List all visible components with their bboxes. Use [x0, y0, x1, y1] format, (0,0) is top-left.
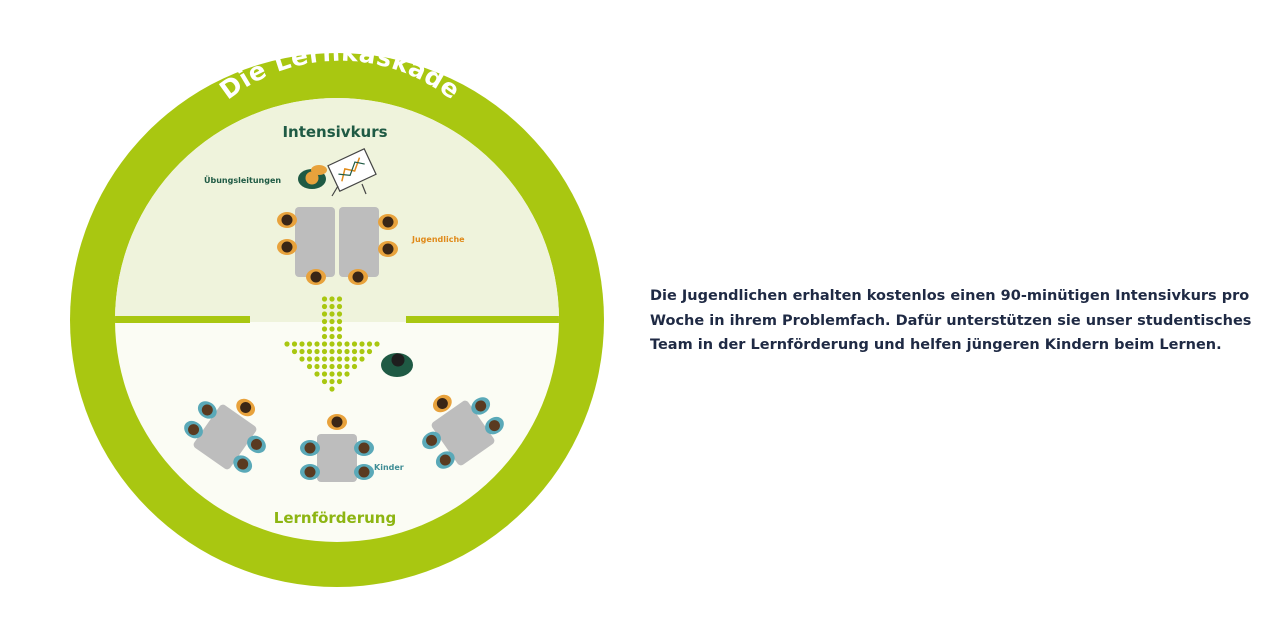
arrow-dot	[336, 311, 343, 317]
arrow-dot	[336, 378, 343, 385]
arrow-dot	[329, 333, 335, 340]
arrow-dot	[336, 333, 343, 340]
arrow-dot	[314, 363, 320, 370]
arrow-dot	[329, 356, 335, 362]
arrow-dot	[329, 378, 335, 385]
description-text: Die Jugendlichen erhalten kostenlos eine…	[650, 284, 1252, 358]
arrow-dot	[366, 348, 373, 355]
arrow-dot	[299, 341, 305, 347]
arrow-dot	[321, 333, 328, 340]
arrow-dot	[321, 318, 328, 325]
arrow-dot	[329, 296, 335, 302]
arrow-dot	[329, 386, 335, 392]
arrow-dot	[329, 311, 335, 317]
arrow-dot	[321, 303, 328, 310]
arrow-dot	[329, 348, 335, 355]
instructors-label: Übungsleitungen	[204, 175, 281, 185]
arrow-dot	[321, 378, 328, 385]
arrow-dot	[336, 371, 343, 377]
kids-label: Kinder	[374, 463, 404, 472]
arrow-dot	[306, 341, 313, 347]
arrow-dot	[329, 371, 335, 377]
arrow-dot	[321, 341, 328, 347]
kids-table-center	[300, 414, 374, 482]
arrow-dot	[321, 371, 328, 377]
arrow-dot	[344, 341, 350, 347]
arrow-dot	[351, 348, 358, 355]
arrow-dot	[291, 348, 298, 355]
lernkaskade-diagram: Die Lernkaskade Intensivkurs Lernförderu…	[70, 53, 604, 587]
arrow-dot	[336, 341, 343, 347]
arrow-dot	[321, 311, 328, 317]
arrow-dot	[329, 363, 335, 370]
arrow-dot	[336, 348, 343, 355]
arrow-dot	[336, 303, 343, 310]
bottom-section-title: Lernförderung	[274, 509, 396, 527]
arrow-dot	[359, 348, 365, 355]
teens-label: Jugendliche	[411, 235, 465, 244]
arrow-dot	[329, 303, 335, 310]
arrow-dot	[321, 326, 328, 332]
divider-left	[115, 316, 250, 323]
description-line: Die Jugendlichen erhalten kostenlos eine…	[650, 288, 1250, 304]
arrow-dot	[306, 356, 313, 362]
arrow-dot	[351, 341, 358, 347]
divider-right	[406, 316, 559, 323]
arrow-dot	[314, 348, 320, 355]
arrow-dot	[374, 341, 380, 347]
arrow-dot	[359, 341, 365, 347]
arrow-dot	[336, 296, 343, 302]
arrow-dot	[336, 318, 343, 325]
supervisor-illustration	[381, 353, 413, 377]
arrow-dot	[314, 371, 320, 377]
arrow-dot	[366, 341, 373, 347]
arrow-dot	[321, 348, 328, 355]
arrow-dot	[336, 326, 343, 332]
kids-table-right	[418, 391, 508, 473]
arrow-dot	[321, 296, 328, 302]
arrow-dot	[329, 341, 335, 347]
arrow-dot	[351, 363, 358, 370]
arrow-dot	[306, 348, 313, 355]
description-line: Team in der Lernförderung und helfen jün…	[650, 337, 1222, 353]
arrow-dot	[321, 363, 328, 370]
teens-table-group	[277, 207, 398, 285]
arrow-dot	[291, 341, 298, 347]
kids-table-left	[180, 395, 270, 477]
dotted-arrow	[284, 296, 380, 392]
arrow-dot	[336, 356, 343, 362]
arrow-dot	[336, 363, 343, 370]
arrow-dot	[344, 363, 350, 370]
arrow-dot	[344, 356, 350, 362]
instructor-illustration	[298, 148, 377, 197]
arrow-dot	[344, 348, 350, 355]
top-section-title: Intensivkurs	[282, 123, 387, 141]
arrow-dot	[344, 371, 350, 377]
arrow-dot	[321, 356, 328, 362]
arrow-dot	[314, 341, 320, 347]
description-line: Woche in ihrem Problemfach. Dafür unters…	[650, 312, 1252, 329]
arrow-dot	[306, 363, 313, 370]
arrow-dot	[314, 356, 320, 362]
arrow-dot	[329, 326, 335, 332]
arrow-dot	[299, 348, 305, 355]
arrow-dot	[359, 356, 365, 362]
arrow-dot	[329, 318, 335, 325]
arrow-dot	[284, 341, 290, 347]
arrow-dot	[351, 356, 358, 362]
arrow-dot	[299, 356, 305, 362]
